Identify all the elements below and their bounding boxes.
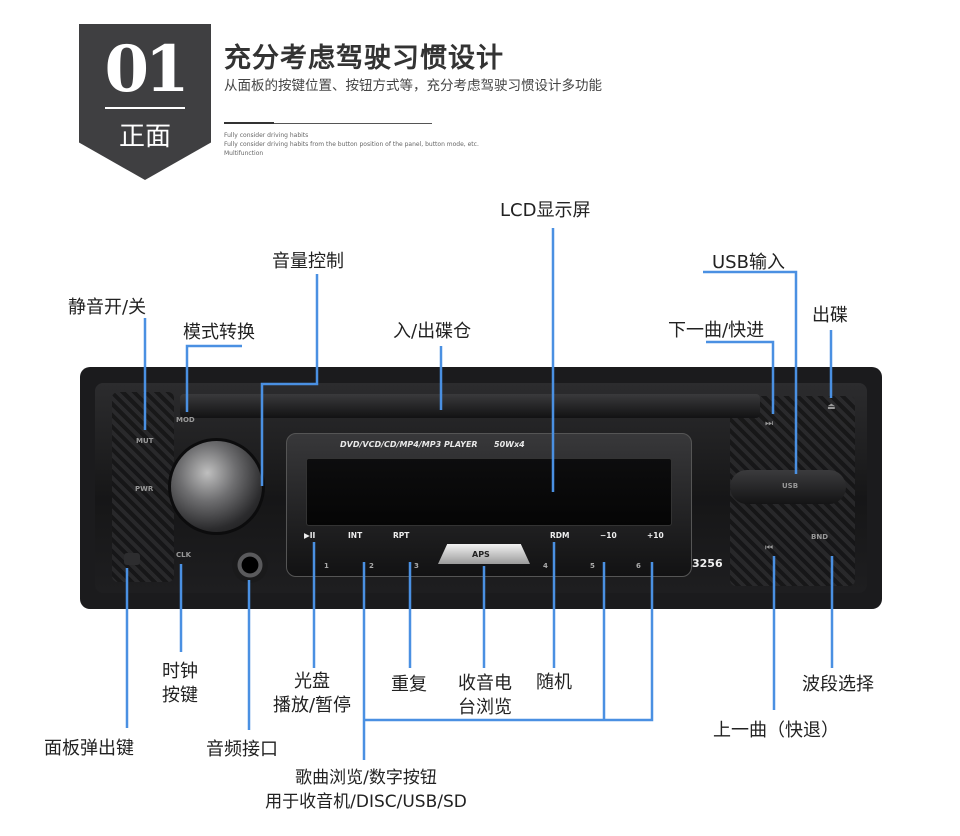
mute-key-label: MUT <box>136 437 154 445</box>
page-title: 充分考虑驾驶习惯设计 <box>224 43 504 74</box>
callout-radio-browse-line: 收音电 <box>458 673 512 694</box>
callout-panel-release: 面板弹出键 <box>44 738 134 759</box>
aux-jack <box>232 547 268 583</box>
callout-mute: 静音开/关 <box>68 297 147 318</box>
minus10-key: −10 <box>600 531 617 540</box>
callout-number-keys: 歌曲浏览/数字按钮 用于收音机/DISC/USB/SD <box>256 766 476 814</box>
callout-number-keys-line: 用于收音机/DISC/USB/SD <box>265 792 467 812</box>
next-track-icon: ⏭ <box>765 419 774 429</box>
callout-radio-browse: 收音电 台浏览 <box>458 672 512 720</box>
english-line: Multifunction <box>224 150 264 157</box>
panel-release-button <box>124 553 140 565</box>
rdm-key: RDM <box>550 531 570 540</box>
callout-usb-input: USB输入 <box>712 252 785 273</box>
callout-prev-track: 上一曲（快退） <box>713 720 839 741</box>
int-key: INT <box>348 531 363 540</box>
title-rule-thin <box>274 123 432 124</box>
callout-mode: 模式转换 <box>183 322 255 343</box>
callout-number-keys-line: 歌曲浏览/数字按钮 <box>295 768 437 788</box>
lcd-screen <box>306 458 672 526</box>
callout-radio-browse-line: 台浏览 <box>458 697 512 718</box>
callout-clock: 时钟 按键 <box>162 660 198 708</box>
callout-next-track: 下一曲/快进 <box>668 320 765 341</box>
number-key: 5 <box>590 562 595 570</box>
usb-port <box>730 470 846 504</box>
callout-clock-line: 按键 <box>162 685 198 706</box>
section-badge: 01 正面 <box>79 24 211 180</box>
rpt-key: RPT <box>393 531 410 540</box>
number-key: 1 <box>324 562 329 570</box>
prev-track-icon: ⏮ <box>765 543 774 553</box>
band-key-label: BND <box>811 533 829 541</box>
page-subtitle: 从面板的按键位置、按钮方式等，充分考虑驾驶习惯设计多功能 <box>224 78 602 94</box>
english-line: Fully consider driving habits <box>224 132 309 139</box>
clock-key-label: CLK <box>176 551 192 559</box>
plus10-key: +10 <box>647 531 664 540</box>
aps-button <box>438 544 530 564</box>
number-key: 3 <box>414 562 419 570</box>
volume-knob <box>171 441 262 532</box>
carbon-panel-left <box>112 392 174 582</box>
number-key: 4 <box>543 562 548 570</box>
badge-label: 正面 <box>118 122 171 152</box>
callout-play-pause-line: 光盘 <box>294 671 330 692</box>
callout-eject: 出碟 <box>812 305 848 326</box>
callout-play-pause: 光盘 播放/暂停 <box>266 670 358 718</box>
aps-label: APS <box>472 550 490 559</box>
model-number: 3256 <box>692 557 723 570</box>
callout-repeat: 重复 <box>391 674 427 695</box>
number-key: 2 <box>369 562 374 570</box>
callout-volume: 音量控制 <box>272 251 344 272</box>
callout-play-pause-line: 播放/暂停 <box>272 695 352 716</box>
callout-disc-slot: 入/出碟仓 <box>393 321 472 342</box>
number-key: 6 <box>636 562 641 570</box>
eject-icon: ⏏ <box>827 402 836 412</box>
english-line: Fully consider driving habits from the b… <box>224 141 479 148</box>
usb-key-label: USB <box>782 482 799 490</box>
callout-aux: 音频接口 <box>206 739 278 760</box>
callout-clock-line: 时钟 <box>162 661 198 682</box>
disc-slot <box>180 394 760 418</box>
format-strip: DVD/VCD/CD/MP4/MP3 PLAYER <box>340 440 478 449</box>
callout-lcd: LCD显示屏 <box>500 200 591 221</box>
callout-random: 随机 <box>536 672 572 693</box>
play-pause-key: ▶II <box>304 531 316 540</box>
badge-number: 01 <box>104 32 189 107</box>
power-rating: 50Wx4 <box>494 440 525 449</box>
badge-divider <box>105 107 185 109</box>
power-key-label: PWR <box>135 485 154 493</box>
callout-band: 波段选择 <box>802 674 874 695</box>
title-rule <box>224 122 274 124</box>
mode-key-label: MOD <box>176 416 195 424</box>
english-caption: Fully consider driving habits Fully cons… <box>224 131 479 158</box>
